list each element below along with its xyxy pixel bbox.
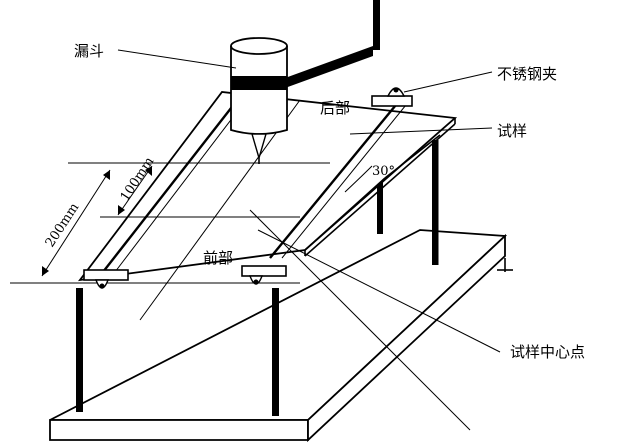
clamp-front-left bbox=[83, 269, 129, 289]
label-angle: 30° bbox=[372, 164, 395, 179]
support-legs bbox=[76, 140, 439, 416]
specimen-plate bbox=[77, 91, 458, 282]
clamp-rear bbox=[371, 87, 413, 107]
dimension-200mm-label: 200mm bbox=[43, 201, 83, 251]
label-center-point: 试样中心点 bbox=[510, 343, 585, 361]
funnel-assembly bbox=[230, 0, 380, 164]
dimension-200mm bbox=[41, 169, 111, 277]
dimension-100mm bbox=[117, 165, 153, 216]
label-specimen: 试样 bbox=[497, 122, 527, 140]
leader-lines bbox=[117, 49, 501, 353]
label-front: 前部 bbox=[203, 249, 233, 267]
angle-arc bbox=[344, 165, 373, 193]
clamp-front-right bbox=[241, 265, 287, 285]
label-rear: 后部 bbox=[320, 99, 350, 117]
label-clamp: 不锈钢夹 bbox=[497, 65, 557, 83]
label-funnel: 漏斗 bbox=[74, 42, 104, 60]
reference-lines bbox=[10, 162, 330, 284]
